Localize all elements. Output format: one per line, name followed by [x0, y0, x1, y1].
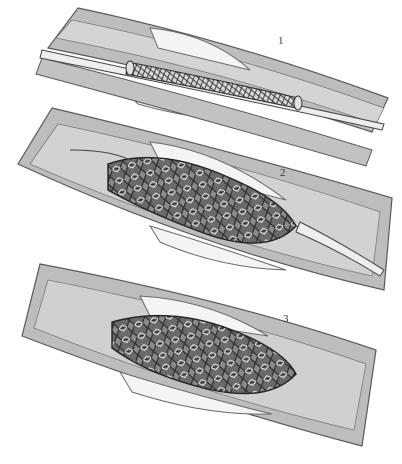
marker-band	[126, 61, 134, 75]
marker-band	[294, 96, 302, 110]
panel-label: 1	[278, 35, 284, 47]
panel-3: 3	[22, 264, 376, 446]
panel-2: 2	[18, 108, 392, 290]
panel-label: 3	[283, 313, 289, 325]
panel-label: 2	[280, 167, 286, 179]
